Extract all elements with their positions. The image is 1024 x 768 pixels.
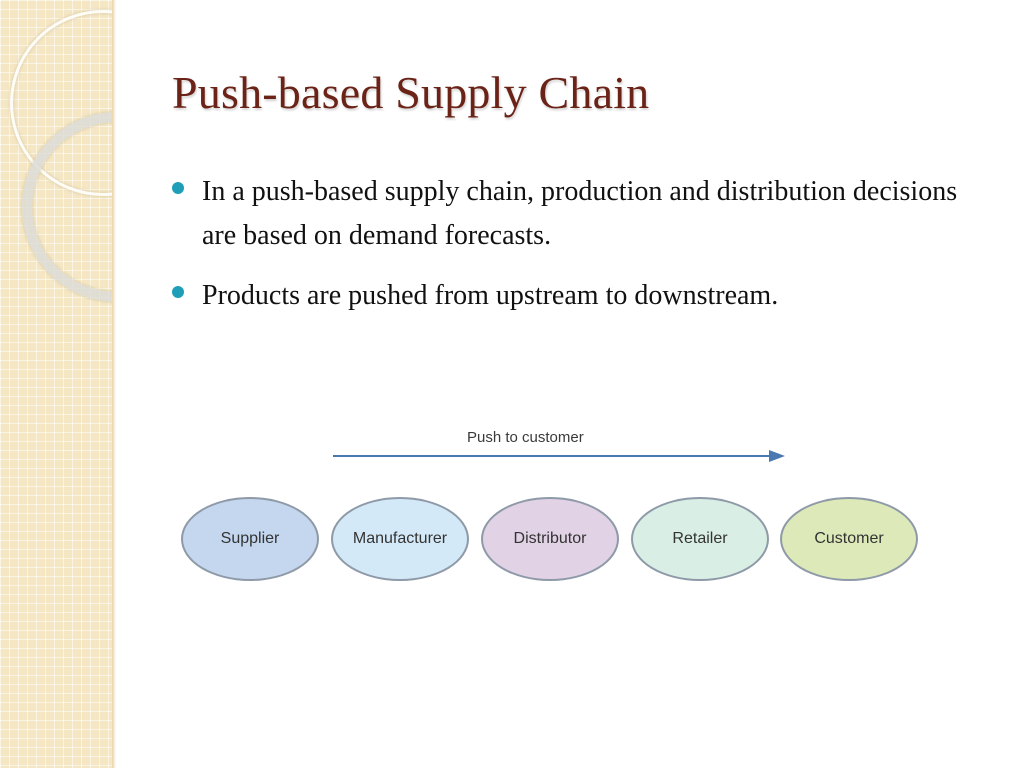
node-label: Retailer xyxy=(672,530,728,547)
bullet-dot-icon xyxy=(172,286,184,298)
node-distributor: Distributor xyxy=(481,497,619,581)
bullet-list: In a push-based supply chain, production… xyxy=(172,170,982,334)
side-decoration-strip xyxy=(0,0,112,768)
bullet-item: In a push-based supply chain, production… xyxy=(172,170,982,258)
slide-title: Push-based Supply Chain xyxy=(172,67,650,118)
bullet-dot-icon xyxy=(172,182,184,194)
node-label: Supplier xyxy=(220,530,280,547)
node-label: Manufacturer xyxy=(352,530,448,547)
node-customer: Customer xyxy=(780,497,918,581)
bullet-text: In a push-based supply chain, production… xyxy=(202,176,958,251)
node-label: Distributor xyxy=(513,530,587,547)
push-arrow-label: Push to customer xyxy=(467,429,584,446)
strip-edge xyxy=(112,0,116,768)
push-arrow-icon xyxy=(333,450,785,462)
node-manufacturer: Manufacturer xyxy=(331,497,469,581)
supply-chain-diagram: Push to customer Supplier Manufacturer D… xyxy=(175,415,935,605)
bullet-item: Products are pushed from upstream to dow… xyxy=(172,274,982,318)
bullet-text: Products are pushed from upstream to dow… xyxy=(202,280,779,311)
node-label: Customer xyxy=(814,530,884,547)
node-retailer: Retailer xyxy=(631,497,769,581)
node-supplier: Supplier xyxy=(181,497,319,581)
